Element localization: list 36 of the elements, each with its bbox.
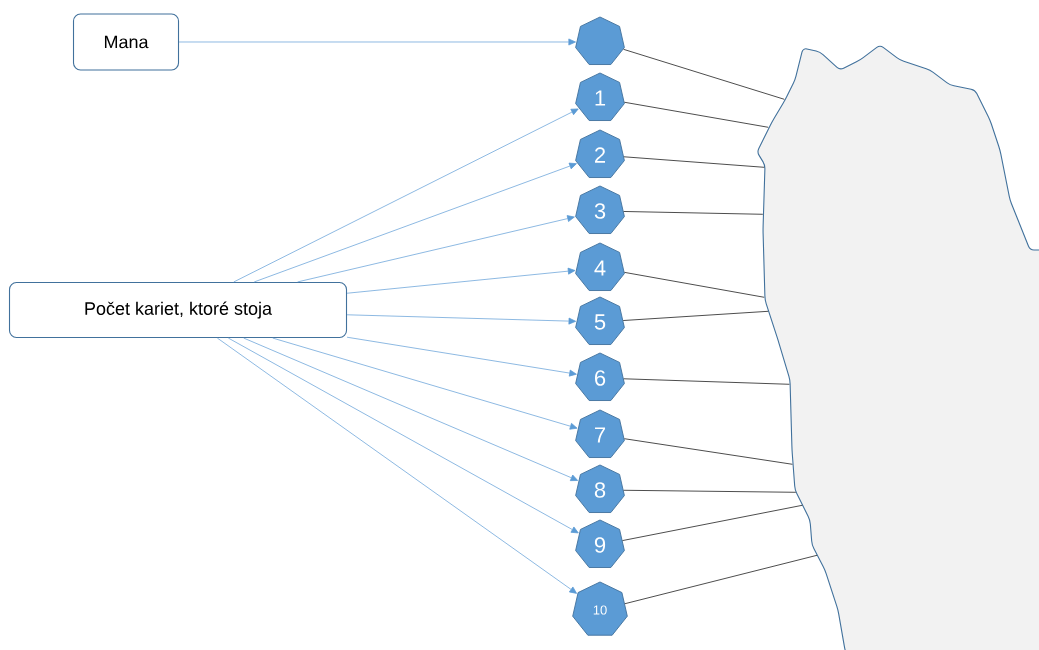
connector xyxy=(624,101,769,128)
text-box: Počet kariet, ktoré stoja xyxy=(8,281,348,339)
connector xyxy=(622,310,769,321)
connector xyxy=(622,504,803,541)
heptagon: 9 xyxy=(575,519,625,568)
connector xyxy=(623,378,790,385)
heptagon: 8 xyxy=(575,464,625,513)
text-box: Mana xyxy=(72,13,180,71)
connector xyxy=(297,215,575,283)
connector xyxy=(346,267,576,294)
heptagon: 3 xyxy=(575,185,625,234)
heptagon: 1 xyxy=(575,72,625,121)
connector xyxy=(624,554,818,605)
heptagon: 6 xyxy=(575,352,625,401)
blob-shape xyxy=(757,45,1039,650)
connector xyxy=(227,337,579,534)
connector xyxy=(272,337,578,430)
connector xyxy=(623,489,797,493)
connector xyxy=(624,272,765,298)
connector xyxy=(623,48,785,100)
heptagon: 10 xyxy=(572,581,628,636)
heptagon xyxy=(575,16,625,65)
heptagon: 5 xyxy=(575,296,625,345)
heptagon: 4 xyxy=(575,242,625,291)
connector xyxy=(624,438,793,465)
connector xyxy=(623,156,765,168)
heptagon: 2 xyxy=(575,129,625,178)
connector xyxy=(346,314,577,325)
heptagon: 7 xyxy=(575,409,625,458)
connector xyxy=(253,162,577,283)
connector xyxy=(216,337,577,594)
connector xyxy=(178,38,576,46)
connector xyxy=(243,337,579,481)
connector xyxy=(623,211,764,215)
connector xyxy=(346,336,577,377)
connector xyxy=(233,108,579,283)
